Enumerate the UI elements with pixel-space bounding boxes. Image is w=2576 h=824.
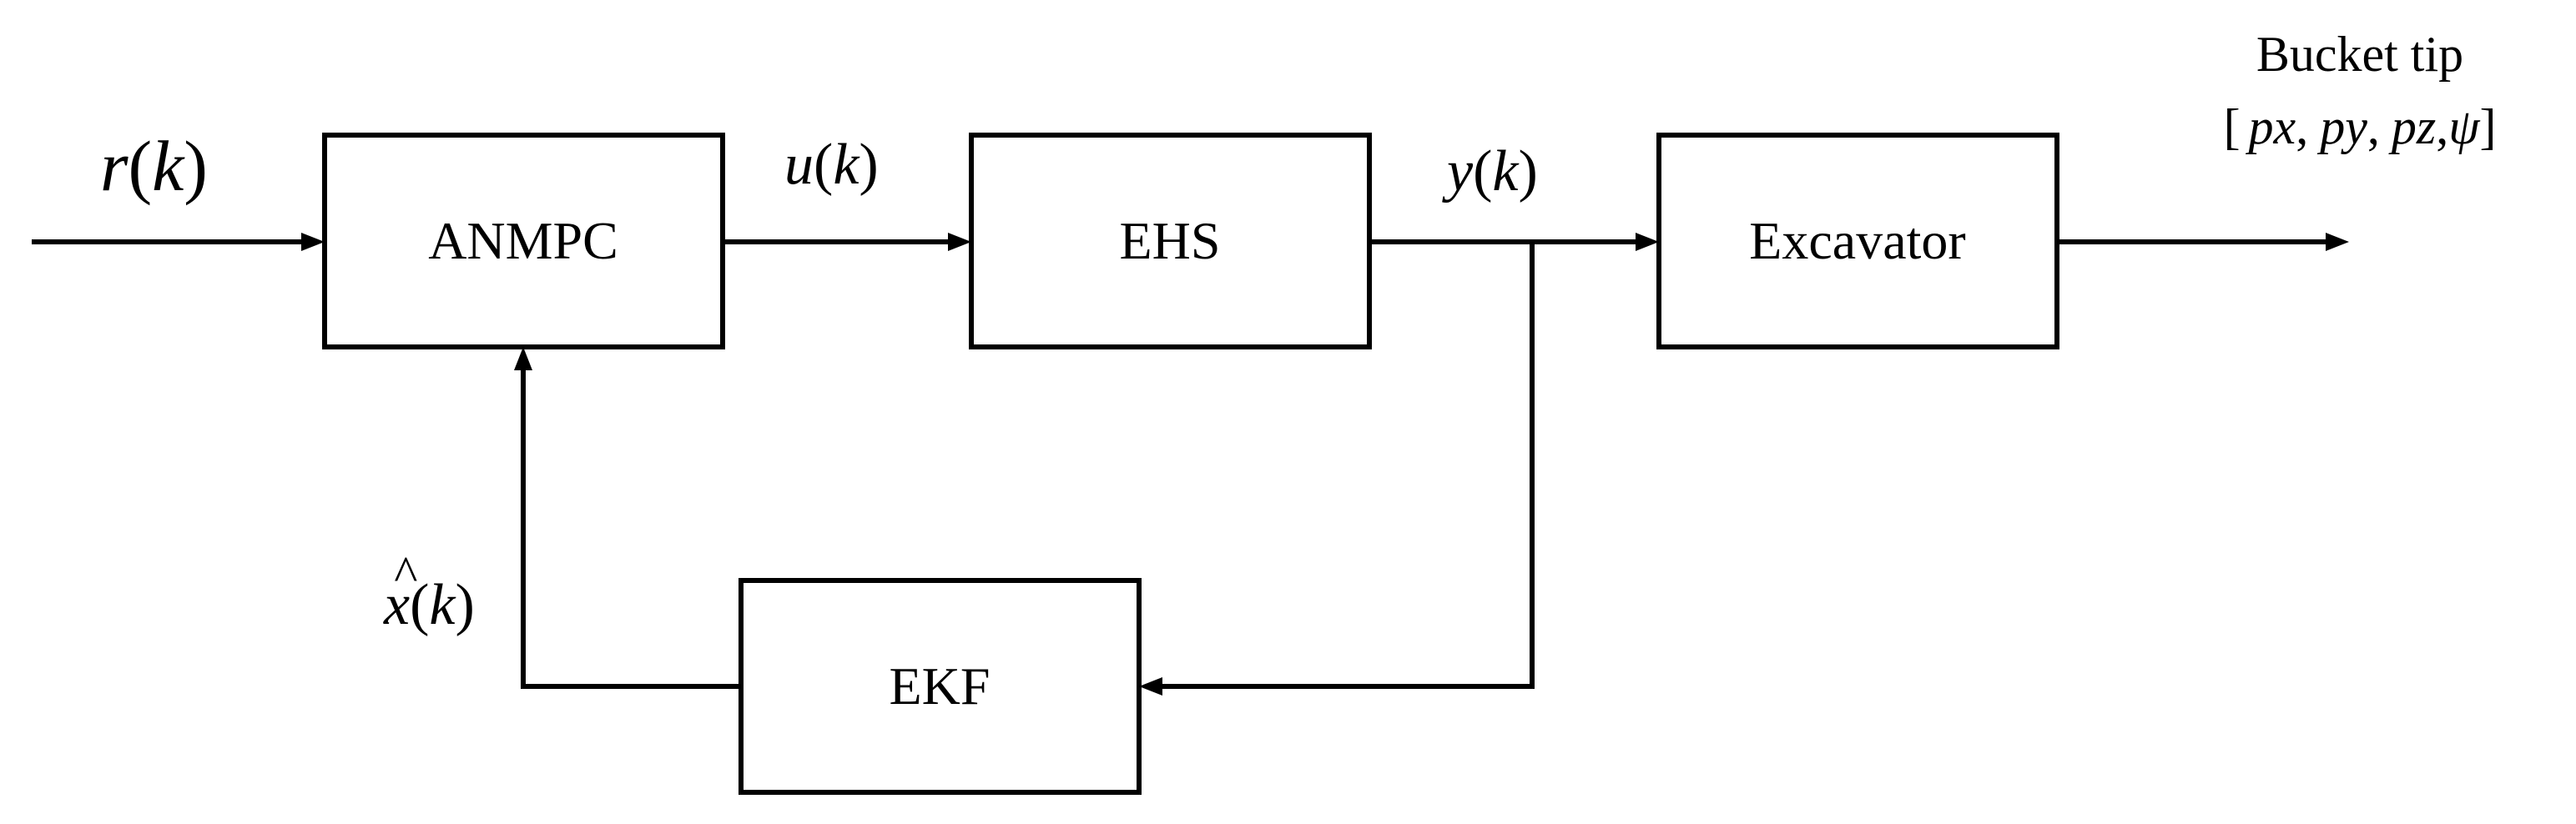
arrowhead <box>948 233 971 251</box>
anmpc-box <box>322 133 725 349</box>
arrowhead <box>301 233 325 251</box>
output-signal-label: y(k) <box>1442 139 1538 203</box>
ekf-block: EKF <box>739 578 1142 795</box>
ehs-label: EHS <box>1120 211 1221 270</box>
feedback-to-ekf-arrow <box>1139 242 1535 696</box>
estimate-expression: x(k) <box>383 573 475 637</box>
anmpc-block: ANMPC <box>322 133 725 349</box>
arrowhead <box>514 347 532 370</box>
bucket-tip-vector: [px,py,pz,ψ] <box>2224 99 2497 154</box>
arrowhead <box>1139 677 1162 696</box>
bucket-tip-title: Bucket tip <box>2256 27 2463 82</box>
arrowhead <box>1636 233 1659 251</box>
reference-signal-label: r(k) <box>100 126 208 206</box>
ehs-box <box>969 133 1372 349</box>
bucket-tip-caption: Bucket tip [px,py,pz,ψ] <box>2224 27 2497 154</box>
excavator-box <box>1656 133 2059 349</box>
bucket-tip-arrow <box>2057 233 2349 251</box>
control-arrow <box>723 233 971 251</box>
estimate-signal-label: ^ x(k) <box>383 546 475 637</box>
anmpc-label: ANMPC <box>428 211 618 270</box>
ehs-block: EHS <box>969 133 1372 349</box>
arrowhead <box>2326 233 2349 251</box>
excavator-label: Excavator <box>1749 211 1965 270</box>
reference-arrow <box>32 233 325 251</box>
excavator-block: Excavator <box>1656 133 2059 349</box>
estimate-hat: ^ <box>393 546 417 601</box>
output-arrow <box>1369 233 1659 251</box>
ekf-label: EKF <box>890 656 991 716</box>
estimate-arrow <box>514 347 741 689</box>
control-signal-label: u(k) <box>784 133 879 197</box>
